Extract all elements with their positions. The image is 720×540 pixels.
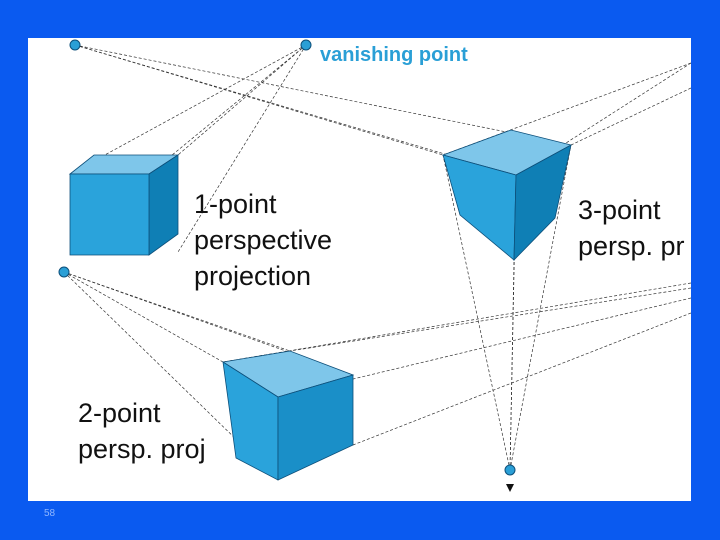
vanishing-point-dot-1 bbox=[69, 39, 81, 51]
three-point-construction-lines bbox=[74, 44, 691, 471]
two-point-cube bbox=[221, 350, 355, 481]
two-point-construction-lines bbox=[63, 271, 691, 481]
two-point-label-line1: 2-point bbox=[78, 398, 161, 428]
one-point-construction-lines bbox=[69, 44, 307, 253]
three-point-label: 3-point persp. pr bbox=[578, 192, 685, 264]
slide-number: 58 bbox=[44, 508, 56, 519]
one-point-cube bbox=[68, 154, 180, 256]
one-point-label-line2: perspective bbox=[194, 225, 333, 255]
two-point-label: 2-point persp. proj bbox=[78, 395, 206, 467]
three-point-label-line2: persp. pr bbox=[578, 231, 685, 261]
three-point-label-line1: 3-point bbox=[578, 195, 661, 225]
three-point-cube bbox=[441, 129, 573, 262]
arrowhead bbox=[506, 484, 514, 492]
perspective-diagram bbox=[58, 39, 691, 492]
vanishing-point-dot-2 bbox=[300, 39, 312, 51]
vanishing-point-dot-4 bbox=[504, 464, 516, 476]
one-point-label-line3: projection bbox=[194, 261, 312, 291]
one-point-label-line1: 1-point bbox=[194, 189, 277, 219]
slide: vanishing point 1-point perspective proj… bbox=[28, 38, 691, 501]
vanishing-point-label: vanishing point bbox=[320, 44, 468, 66]
one-point-label: 1-point perspective projection bbox=[194, 186, 332, 294]
two-point-label-line2: persp. proj bbox=[78, 434, 206, 464]
vanishing-point-dot-3 bbox=[58, 266, 70, 278]
